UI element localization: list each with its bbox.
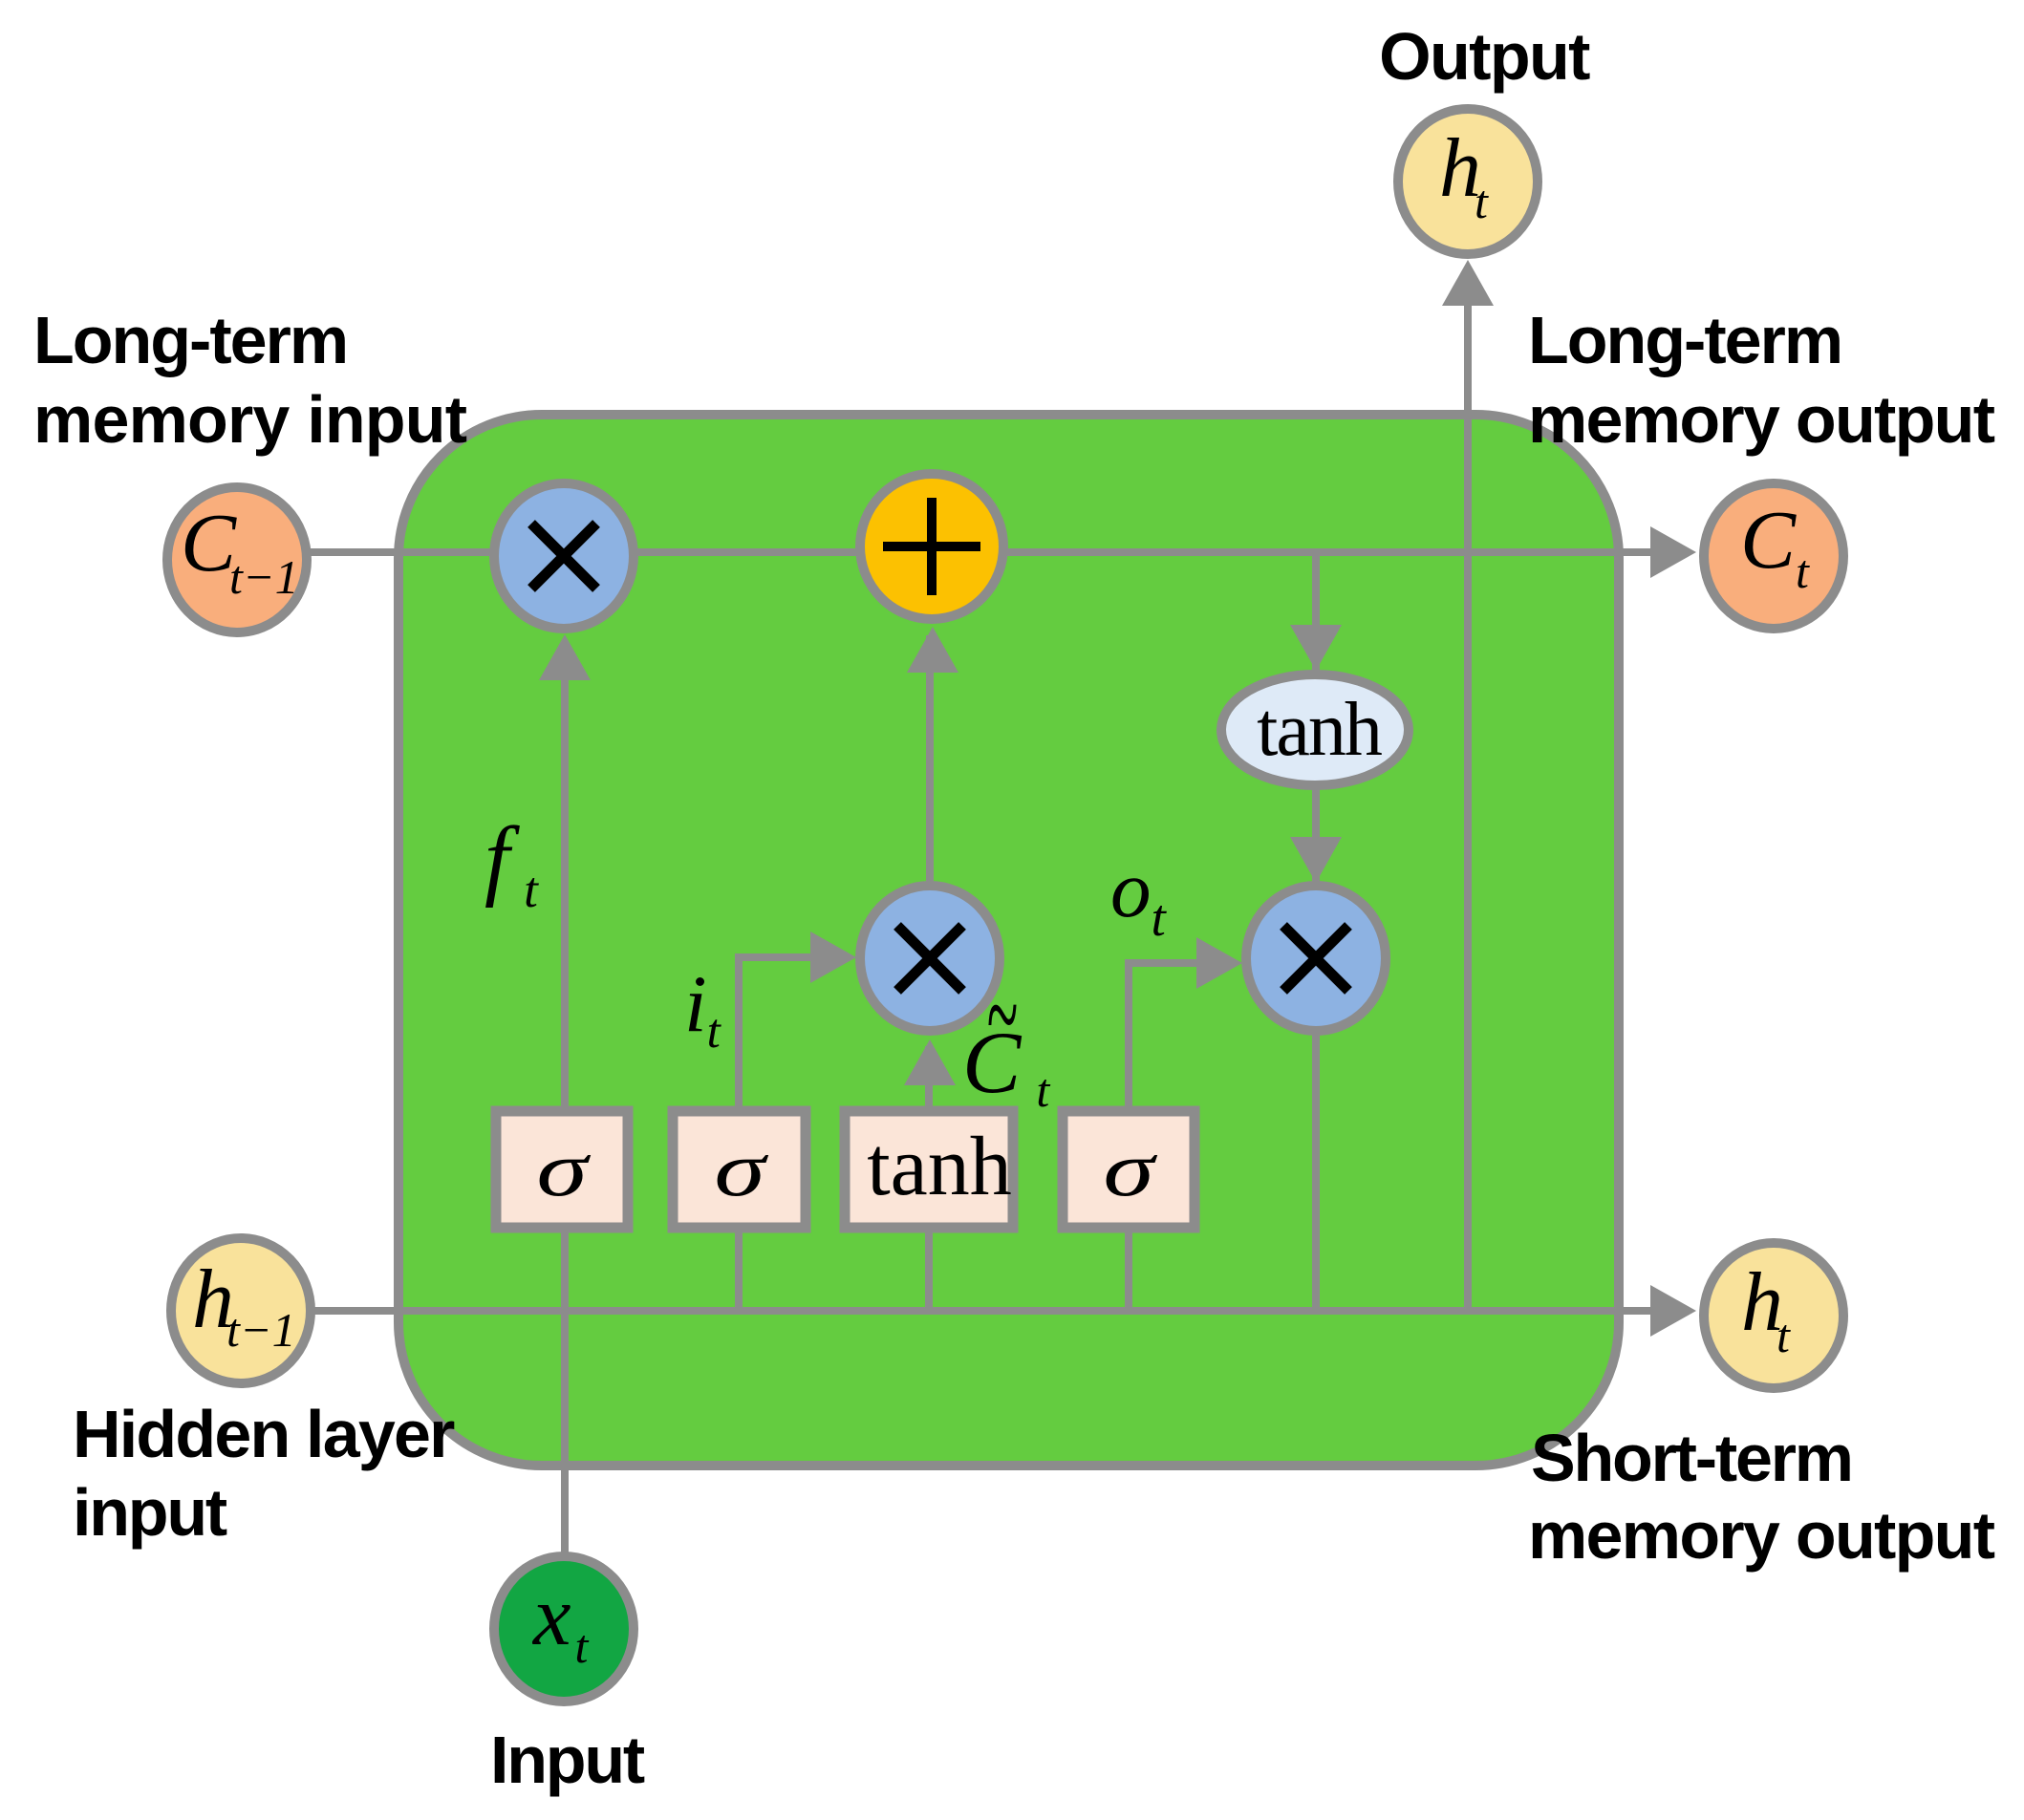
svg-text:σ: σ <box>1103 1125 1157 1212</box>
svg-text:σ: σ <box>714 1125 768 1212</box>
svg-text:Hidden layer: Hidden layer <box>73 1397 455 1471</box>
svg-text:Short-term: Short-term <box>1531 1421 1852 1495</box>
svg-text:memory output: memory output <box>1528 382 1995 457</box>
svg-text:Ct−1: Ct−1 <box>181 496 299 604</box>
svg-text:Output: Output <box>1379 19 1590 94</box>
svg-text:tanh: tanh <box>1257 688 1382 772</box>
svg-text:ht: ht <box>1741 1256 1791 1362</box>
svg-text:~: ~ <box>986 949 1017 1081</box>
svg-text:input: input <box>73 1475 227 1550</box>
svg-text:ht: ht <box>1439 122 1489 228</box>
svg-text:Ct: Ct <box>962 1014 1050 1117</box>
svg-text:Long-term: Long-term <box>1528 303 1841 377</box>
svg-text:σ: σ <box>536 1125 591 1212</box>
svg-text:Input: Input <box>490 1723 645 1797</box>
svg-text:Long-term: Long-term <box>33 303 347 377</box>
svg-text:tanh: tanh <box>867 1121 1012 1213</box>
svg-text:memory input: memory input <box>33 382 467 457</box>
svg-text:memory output: memory output <box>1528 1498 1995 1573</box>
